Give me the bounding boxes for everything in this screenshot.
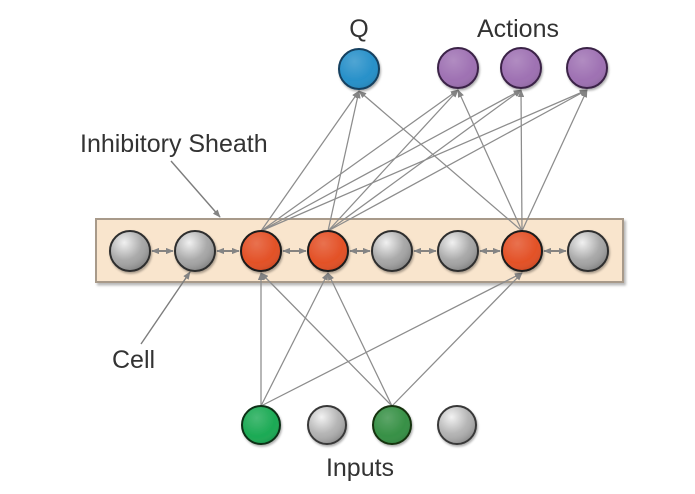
edge-input-node-3-to-sheath-cell-7	[391, 272, 523, 407]
sheath-cell-2-cell-inactive	[174, 230, 216, 272]
cell-pointer	[140, 271, 191, 345]
edge-sheath-cell-7-to-action-node-3	[521, 89, 588, 232]
sheath-cell-6-cell-inactive	[437, 230, 479, 272]
edge-input-node-3-to-sheath-cell-4	[327, 272, 393, 407]
q-label: Q	[349, 15, 368, 43]
q-node-q-value-node	[338, 48, 380, 90]
edge-input-node-3-to-sheath-cell-3	[260, 272, 393, 407]
input-node-1-input-active	[241, 405, 281, 445]
inputs-label: Inputs	[326, 454, 394, 482]
edge-sheath-cell-3-to-action-node-1	[260, 89, 459, 232]
input-node-2-input-inactive	[307, 405, 347, 445]
sheath-cell-4-cell-active	[307, 230, 349, 272]
sheath-cell-5-cell-inactive	[371, 230, 413, 272]
edge-sheath-cell-4-to-action-node-3	[327, 89, 588, 232]
sheath-cell-7-cell-active	[501, 230, 543, 272]
action-node-2-action-node	[500, 47, 542, 89]
edge-sheath-cell-4-to-action-node-1	[327, 89, 459, 232]
inhibitory-sheath-pointer	[170, 160, 221, 218]
sheath-cell-3-cell-active	[240, 230, 282, 272]
sheath-cell-8-cell-inactive	[567, 230, 609, 272]
cell-label: Cell	[112, 346, 155, 374]
edge-input-node-1-to-sheath-cell-4	[260, 272, 329, 407]
sheath-cell-1-cell-inactive	[109, 230, 151, 272]
actions-label: Actions	[477, 15, 559, 43]
action-node-3-action-node	[566, 47, 608, 89]
inhibitory-sheath-label: Inhibitory Sheath	[80, 130, 268, 158]
input-node-3-input-active	[372, 405, 412, 445]
edge-sheath-cell-4-to-q-node	[327, 90, 361, 232]
edge-sheath-cell-7-to-action-node-1	[457, 89, 523, 232]
edge-sheath-cell-7-to-action-node-2	[517, 89, 525, 232]
action-node-1-action-node	[437, 47, 479, 89]
edge-sheath-cell-4-to-action-node-2	[327, 89, 522, 232]
edge-input-node-1-to-sheath-cell-7	[260, 272, 523, 407]
edge-sheath-cell-3-to-q-node	[260, 90, 360, 232]
input-node-4-input-inactive	[437, 405, 477, 445]
edge-sheath-cell-3-to-action-node-2	[260, 89, 522, 232]
edge-sheath-cell-7-to-q-node	[358, 90, 523, 232]
